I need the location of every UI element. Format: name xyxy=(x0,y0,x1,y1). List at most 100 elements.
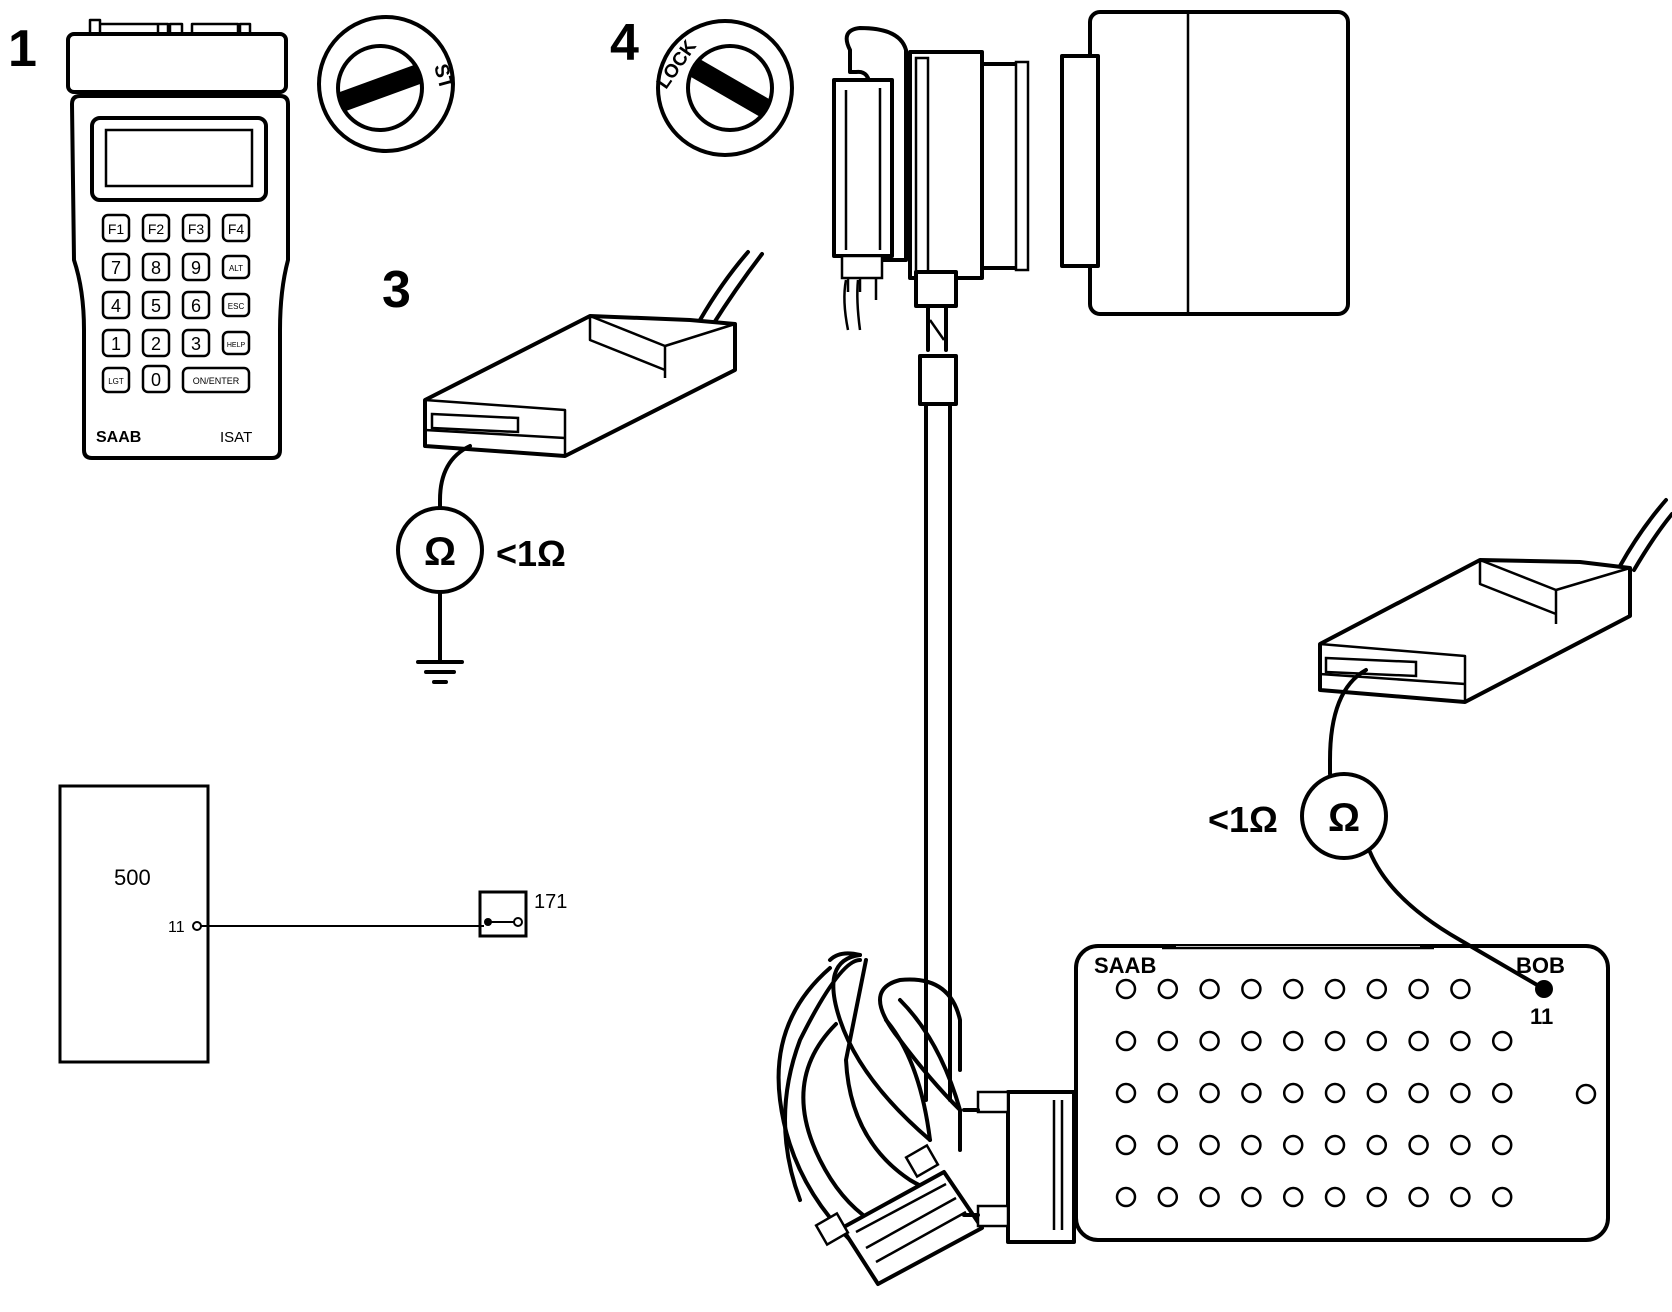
bob-pin xyxy=(1491,1186,1513,1208)
bob-pin xyxy=(1241,1186,1262,1208)
bob-pin xyxy=(1450,1186,1471,1208)
key-5: 5 xyxy=(141,290,171,320)
schematic: 500 11 171 xyxy=(58,784,567,1064)
reading-right: <1Ω xyxy=(1208,799,1278,840)
bob-pin xyxy=(1199,978,1220,1000)
key-0: 0 xyxy=(141,364,171,394)
bob-pin xyxy=(1408,1030,1429,1052)
probe-lead-right xyxy=(1328,668,1368,776)
ohm-symbol-right: Ω xyxy=(1328,796,1360,840)
bob-pin xyxy=(1324,1186,1346,1208)
bob-pin xyxy=(1324,978,1346,1000)
bob-pin xyxy=(1115,978,1137,1000)
ground-symbol xyxy=(416,590,464,684)
svg-text:F2: F2 xyxy=(148,221,165,237)
bob-pin xyxy=(1199,1030,1220,1052)
bob-pin xyxy=(1115,1134,1137,1156)
key-2: 2 xyxy=(141,328,171,358)
svg-text:1: 1 xyxy=(111,334,121,354)
key-4: 4 xyxy=(101,290,131,320)
svg-text:7: 7 xyxy=(111,258,121,278)
bob-pin xyxy=(1157,978,1179,1000)
svg-text:0: 0 xyxy=(151,370,161,390)
bob-pin xyxy=(1366,1082,1388,1104)
bob-pin xyxy=(1157,1186,1179,1208)
bob-pin xyxy=(1199,1082,1220,1104)
bob-pin xyxy=(1241,1082,1262,1104)
bob-pin xyxy=(1115,1030,1137,1052)
bob-pin xyxy=(1199,1134,1220,1156)
control-unit-label: 500 xyxy=(114,865,151,890)
key-8: 8 xyxy=(141,252,171,282)
bob-pin xyxy=(1282,1082,1304,1104)
bob-pin xyxy=(1282,1030,1304,1052)
control-module xyxy=(1060,10,1350,316)
bob-pin xyxy=(1115,1082,1137,1104)
key-f1: F1 xyxy=(101,213,131,243)
bob-pin xyxy=(1282,978,1304,1000)
key-1: 1 xyxy=(101,328,131,358)
bob-pin xyxy=(1115,1186,1137,1208)
key-help: HELP xyxy=(221,330,251,356)
bob-pin xyxy=(1199,1186,1220,1208)
bob-pin xyxy=(1366,978,1388,1000)
unit-pin-label: 11 xyxy=(168,919,185,936)
bob-pin xyxy=(1408,978,1429,1000)
svg-text:ON/ENTER: ON/ENTER xyxy=(193,376,240,386)
bob-pin xyxy=(1324,1030,1346,1052)
svg-text:4: 4 xyxy=(111,296,121,316)
cable-loops xyxy=(776,951,962,1242)
key-alt: ALT xyxy=(221,254,251,280)
bob-pin xyxy=(1157,1134,1179,1156)
svg-text:F4: F4 xyxy=(228,221,245,237)
step-4-number: 4 xyxy=(610,14,639,72)
bob-pin xyxy=(1450,978,1471,1000)
scan-tool-brand: SAAB xyxy=(96,429,141,446)
ignition-switch-lock: LOCK xyxy=(653,19,794,157)
component-label: 171 xyxy=(534,891,567,913)
svg-text:ALT: ALT xyxy=(229,264,243,273)
bob-pin xyxy=(1408,1134,1429,1156)
svg-text:LGT: LGT xyxy=(108,377,124,386)
test-cable xyxy=(918,304,958,1102)
bob-pin xyxy=(1241,978,1262,1000)
key-9: 9 xyxy=(181,252,211,282)
probe-lead-to-bob xyxy=(1368,850,1546,991)
bob-brand: SAAB xyxy=(1094,953,1156,978)
bob-pin xyxy=(1157,1082,1179,1104)
breakout-box: SAAB BOB 11 xyxy=(1074,944,1610,1242)
control-unit-box xyxy=(58,784,210,1064)
svg-text:ESC: ESC xyxy=(228,302,245,311)
adapter-connector xyxy=(832,26,1030,331)
ohmmeter-left: Ω xyxy=(396,506,484,594)
ignition-switch-start: ST xyxy=(317,15,457,153)
bob-pin xyxy=(1366,1030,1388,1052)
bob-pin xyxy=(1408,1082,1429,1104)
bob-pin xyxy=(1282,1134,1304,1156)
bob-pin xyxy=(1324,1082,1346,1104)
step-3-number: 3 xyxy=(382,261,411,319)
bob-pin xyxy=(1491,1134,1513,1156)
bob-pin xyxy=(1491,1030,1513,1052)
key-f3: F3 xyxy=(181,213,211,243)
key-3: 3 xyxy=(181,328,211,358)
bob-pin xyxy=(1324,1134,1346,1156)
scan-tool: F1 F2 F3 F4 7 8 9 ALT 4 5 6 ESC 1 2 3 HE… xyxy=(66,18,290,460)
key-6: 6 xyxy=(181,290,211,320)
bob-pin xyxy=(1450,1134,1471,1156)
key-7: 7 xyxy=(101,252,131,282)
bob-pin xyxy=(1491,1082,1513,1104)
scan-tool-model: ISAT xyxy=(220,429,252,446)
key-esc: ESC xyxy=(221,292,251,318)
plug-bob xyxy=(962,1090,1076,1244)
svg-text:9: 9 xyxy=(191,258,201,278)
svg-text:HELP: HELP xyxy=(227,342,246,349)
bob-pin xyxy=(1408,1186,1429,1208)
svg-text:F1: F1 xyxy=(108,221,125,237)
svg-text:F3: F3 xyxy=(188,221,205,237)
svg-text:5: 5 xyxy=(151,296,161,316)
bob-pin xyxy=(1282,1186,1304,1208)
switch-171 xyxy=(478,890,528,938)
bob-pin xyxy=(1241,1134,1262,1156)
